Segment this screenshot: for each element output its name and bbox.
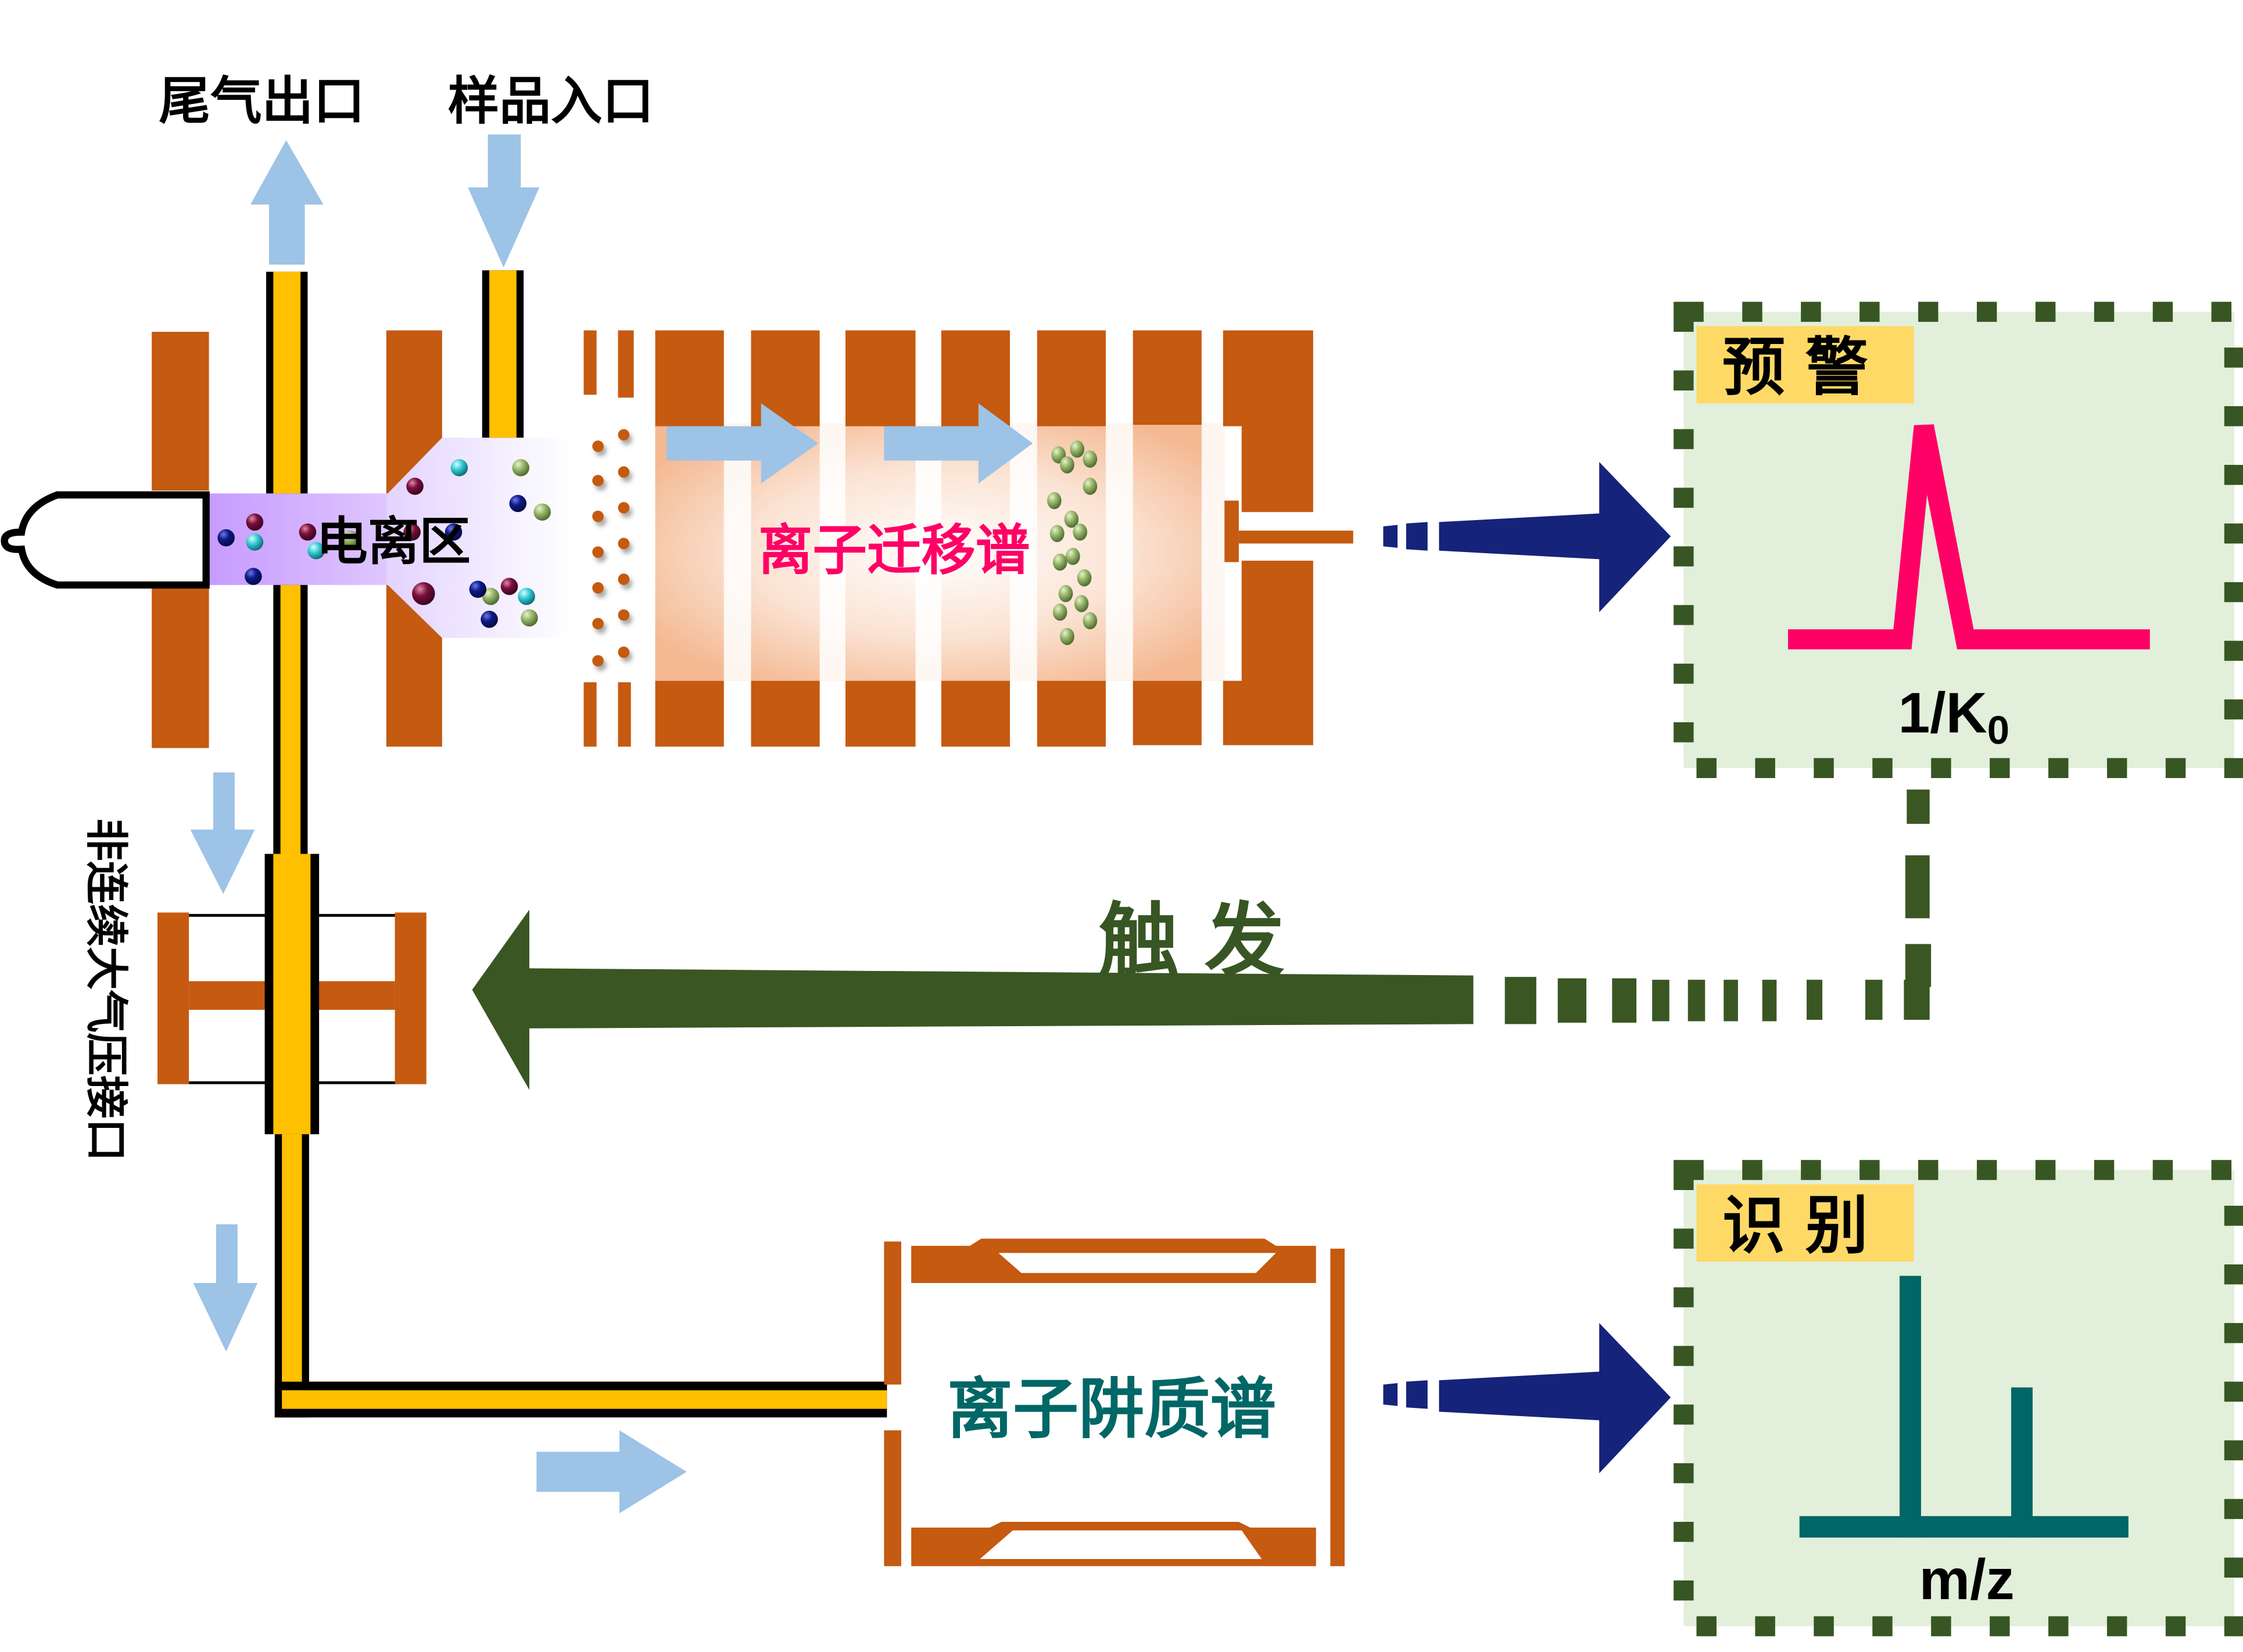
ims-label: 离子迁移谱	[758, 519, 1030, 583]
ms-peak-2	[2011, 1387, 2033, 1538]
drifting-ions	[1047, 440, 1098, 646]
drift-arrow-1	[667, 403, 819, 483]
ion-gate	[583, 330, 634, 747]
repeller-plate-bottom	[152, 586, 209, 748]
warning-tag-label: 预警	[1722, 331, 1889, 404]
trigger-label: 触发	[1099, 894, 1310, 987]
sample-flow-arrow	[468, 134, 540, 268]
faraday-plate	[1224, 500, 1353, 562]
axis-main: 1/K	[1898, 680, 1987, 744]
transfer-pipe	[274, 1134, 887, 1418]
ionization-lamp	[1, 491, 210, 589]
identify-tag	[1696, 1184, 1914, 1262]
faraday-housing	[1223, 330, 1313, 746]
identify-panel: 识别 m/z	[1674, 1160, 2243, 1636]
ms-peak-1	[1900, 1275, 1921, 1538]
drift-arrow-2	[884, 403, 1033, 483]
interface-flow-arrow-2	[193, 1224, 258, 1352]
ion-trap	[884, 1238, 1345, 1567]
exhaust-outlet-label: 尾气出口	[159, 71, 364, 131]
ims-peak-trace	[1788, 424, 2150, 650]
warning-tag	[1696, 326, 1914, 404]
warning-panel: 预警 1/K0	[1674, 302, 2243, 779]
ion-trap-ms-label: 离子阱质谱	[947, 1371, 1276, 1447]
trigger-connector	[1905, 789, 1932, 987]
identify-tag-label: 识别	[1722, 1188, 1889, 1262]
ionization-ions	[217, 459, 551, 628]
drift-white-gaps	[723, 423, 1225, 681]
sample-inlet-label: 样品入口	[448, 71, 654, 131]
exhaust-flow-arrow	[250, 140, 324, 265]
identify-axis-label: m/z	[1919, 1547, 2015, 1611]
interface-flow-arrow-1	[190, 772, 255, 894]
ms-baseline	[1799, 1516, 2129, 1538]
ionization-zone-label: 电离区	[316, 511, 471, 571]
trigger-arrow	[472, 909, 1930, 1090]
sample-pipe	[482, 270, 524, 438]
interface-label: 非连续大气压接口	[81, 818, 131, 1162]
exhaust-pipe	[266, 271, 308, 857]
ms-signal-arrow	[1383, 1323, 1671, 1474]
axis-subscript: 0	[1987, 708, 2009, 752]
transfer-flow-arrow	[536, 1430, 687, 1514]
repeller-plate-top	[152, 332, 209, 491]
drift-ring-electrodes	[655, 330, 1202, 747]
ims-signal-arrow	[1383, 462, 1671, 612]
warning-axis-label: 1/K0	[1898, 680, 2010, 752]
interface-valve	[157, 854, 427, 1134]
gated-ions	[592, 429, 630, 667]
